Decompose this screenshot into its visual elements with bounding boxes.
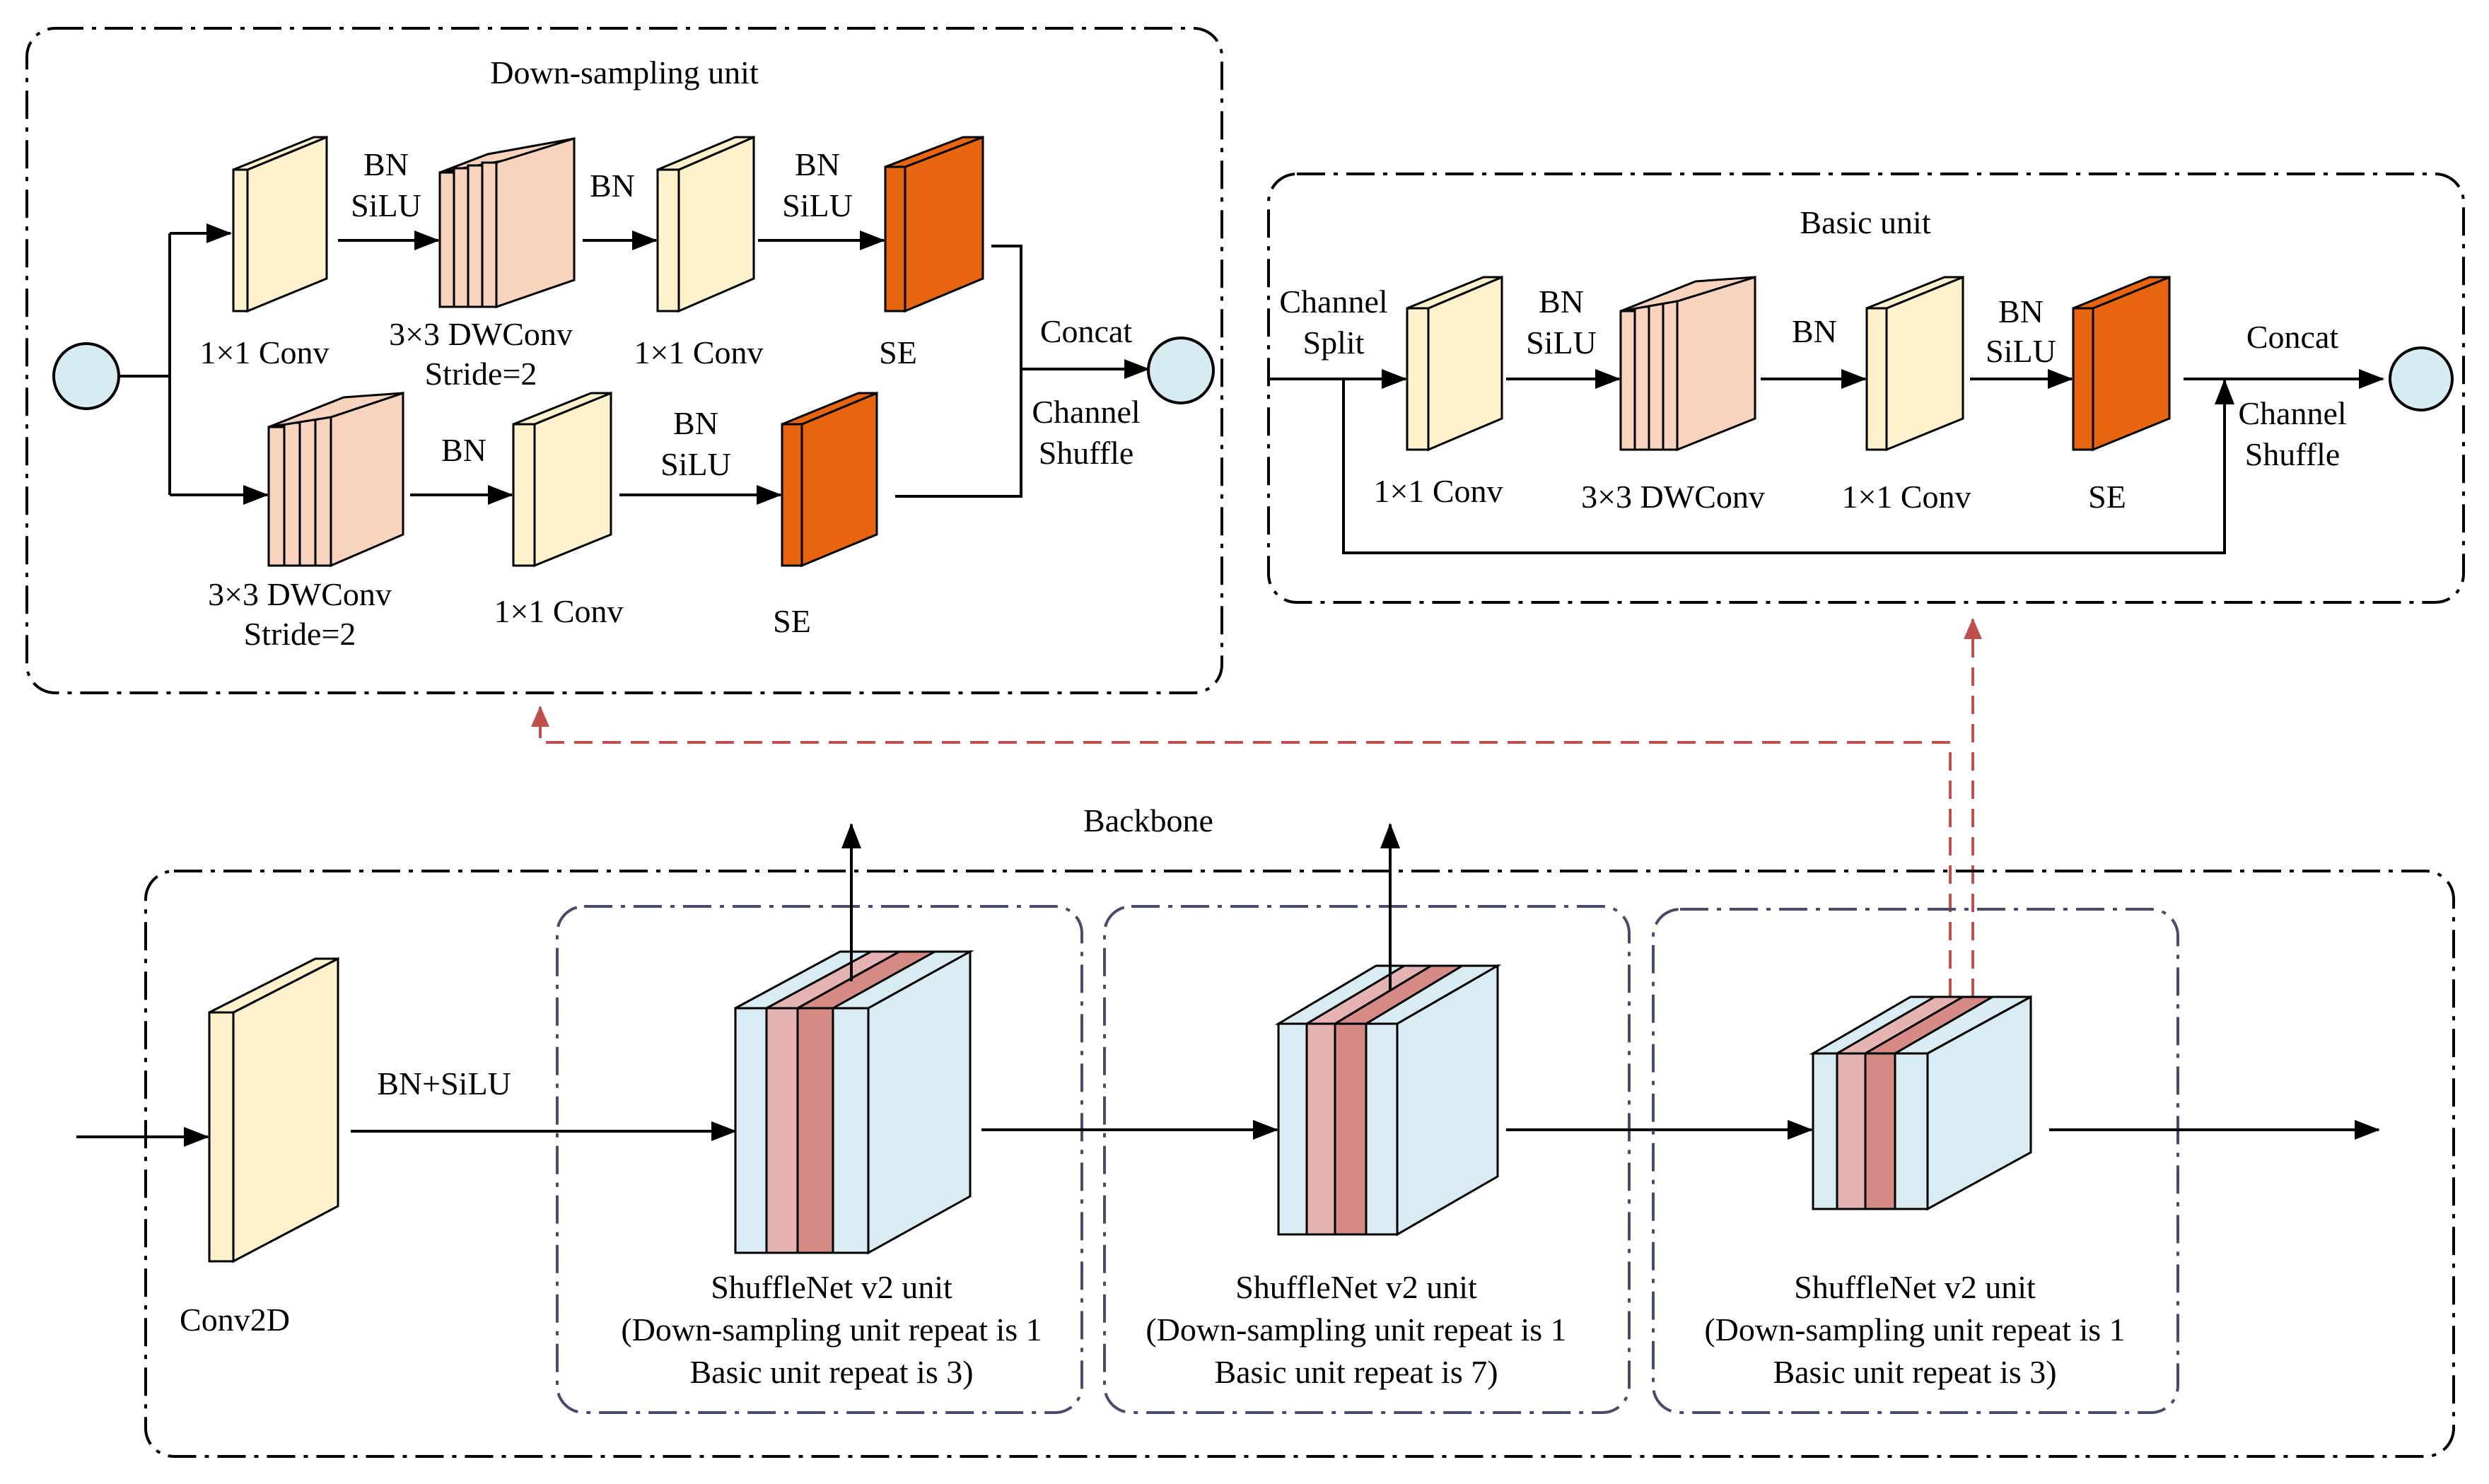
downsampling-branch-lines <box>119 233 171 495</box>
basic-bn-silu-1-bn: BN <box>1539 284 1584 320</box>
basic-shuffle-label-1: Channel <box>2238 395 2346 431</box>
top-conv2-block <box>656 135 755 313</box>
conv2d-label: Conv2D <box>180 1302 290 1338</box>
basic-split-label-1: Channel <box>1279 284 1387 320</box>
basic-se-label: SE <box>2088 479 2126 515</box>
unit-3-line2: Basic unit repeat is 3) <box>1773 1354 2056 1390</box>
backbone-panel: Backbone Conv2D BN+SiLU ShuffleNet v2 un… <box>76 802 2455 1458</box>
top-dwconv-label-1: 3×3 DWConv <box>389 316 573 352</box>
shufflenet-unit-1 <box>556 823 1083 1414</box>
downsampling-unit-panel: Down-sampling unit 1×1 Conv BN SiLU 3×3 … <box>25 27 1223 694</box>
backbone-title: Backbone <box>1083 802 1213 839</box>
top-se-label: SE <box>879 334 917 370</box>
basic-bn-silu-2-bn: BN <box>1998 293 2044 329</box>
top-bn-silu-1-silu: SiLU <box>351 187 421 223</box>
unit-1-name: ShuffleNet v2 unit <box>711 1269 952 1305</box>
top-bn-silu-2-bn: BN <box>795 146 840 182</box>
basic-conv1-block <box>1406 275 1503 452</box>
basic-conv2-block <box>1865 275 1964 452</box>
basic-dwconv-label: 3×3 DWConv <box>1581 479 1765 515</box>
bottom-dwconv-block <box>267 391 404 568</box>
reference-arrows <box>531 618 1982 997</box>
basic-frame <box>1267 173 2465 604</box>
shufflenet-unit-3 <box>1652 908 2179 1414</box>
backbone-bn-silu-label: BN+SiLU <box>377 1065 511 1102</box>
bottom-conv-block <box>512 391 612 568</box>
downsampling-shuffle-label-1: Channel <box>1032 394 1140 430</box>
top-dwconv-block <box>438 136 576 309</box>
downsampling-shuffle-label-2: Shuffle <box>1039 435 1134 471</box>
basic-title: Basic unit <box>1800 204 1930 240</box>
unit-1-line1: (Down-sampling unit repeat is 1 <box>621 1311 1042 1348</box>
top-bn-silu-1-bn: BN <box>363 146 409 182</box>
downsampling-output-node <box>1147 337 1215 404</box>
bottom-dwconv-label-1: 3×3 DWConv <box>208 576 392 612</box>
bottom-conv-label: 1×1 Conv <box>494 593 623 629</box>
top-bn-silu-2-silu: SiLU <box>782 187 853 223</box>
unit-2-name: ShuffleNet v2 unit <box>1235 1269 1477 1305</box>
unit-3-name: ShuffleNet v2 unit <box>1794 1269 2036 1305</box>
unit-3-line1: (Down-sampling unit repeat is 1 <box>1704 1311 2125 1348</box>
basic-split-label-2: Split <box>1303 325 1365 361</box>
bottom-se-label: SE <box>773 603 811 639</box>
basic-conv2-label: 1×1 Conv <box>1841 479 1971 515</box>
top-dwconv-label-2: Stride=2 <box>425 356 537 392</box>
basic-unit-panel: Basic unit Channel Split 1×1 Conv BN SiL… <box>1267 173 2465 604</box>
downsampling-merge-lines <box>895 245 1022 498</box>
unit-2-line2: Basic unit repeat is 7) <box>1214 1354 1498 1390</box>
unit-1-line2: Basic unit repeat is 3) <box>689 1354 973 1390</box>
conv2d-block <box>208 957 339 1263</box>
basic-conv1-label: 1×1 Conv <box>1373 473 1503 509</box>
top-se-block <box>884 135 984 313</box>
basic-se-block <box>2072 275 2171 452</box>
bottom-se-block <box>781 391 878 568</box>
basic-skip-path <box>1342 379 2226 554</box>
downsampling-title: Down-sampling unit <box>490 54 759 90</box>
downsampling-input-node <box>52 342 120 410</box>
ref-arrow-to-downsampling <box>531 706 1952 997</box>
basic-bn-silu-1-silu: SiLU <box>1526 325 1597 361</box>
top-conv1-block <box>232 135 328 313</box>
downsampling-concat-label: Concat <box>1040 313 1133 349</box>
top-conv1-label: 1×1 Conv <box>199 334 329 370</box>
backbone-frame <box>144 870 2455 1458</box>
basic-shuffle-label-2: Shuffle <box>2245 436 2341 472</box>
bottom-bn: BN <box>441 432 486 468</box>
shufflenet-unit-2 <box>1103 823 1631 1414</box>
basic-bn: BN <box>1792 313 1837 349</box>
top-bn: BN <box>590 168 635 204</box>
basic-dwconv-block <box>1619 275 1756 452</box>
bottom-dwconv-label-2: Stride=2 <box>244 616 356 652</box>
bottom-bn-silu-bn: BN <box>673 405 718 441</box>
top-conv2-label: 1×1 Conv <box>634 334 763 370</box>
basic-concat-label: Concat <box>2246 319 2339 355</box>
bottom-bn-silu-silu: SiLU <box>660 446 731 482</box>
downsampling-frame <box>25 27 1223 694</box>
unit-2-line1: (Down-sampling unit repeat is 1 <box>1146 1311 1566 1348</box>
basic-output-node <box>2389 346 2454 411</box>
basic-bn-silu-2-silu: SiLU <box>1986 333 2056 369</box>
